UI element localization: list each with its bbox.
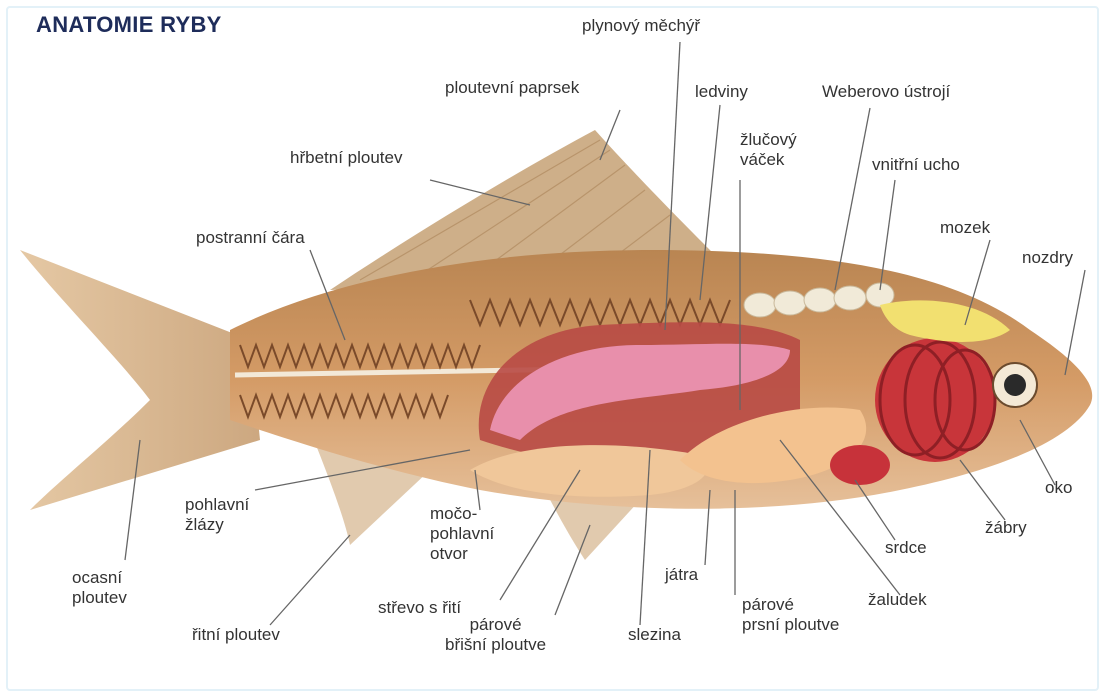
label-spleen: slezina [628,625,681,645]
label-gall-bladder-line1: žlučový [740,130,797,150]
label-gall-bladder-line2: váček [740,150,797,170]
label-pectoral-fins-line2: prsní ploutve [742,615,839,635]
heart-shape [830,445,890,485]
tail-fin-shape [20,250,260,510]
label-pelvic-fins: párové břišní ploutve [445,615,546,655]
gills-shape [875,338,995,462]
label-fin-ray: ploutevní paprsek [445,78,579,98]
label-heart: srdce [885,538,927,558]
label-gonads-line1: pohlavní [185,495,249,515]
label-gonads: pohlavní žlázy [185,495,249,535]
label-eye: oko [1045,478,1072,498]
label-intestine-anus: střevo s řití [378,598,461,618]
label-weberian-apparatus: Weberovo ústrojí [822,82,950,102]
label-pelvic-fins-line1: párové [445,615,546,635]
label-gills: žábry [985,518,1027,538]
label-pectoral-fins: párové prsní ploutve [742,595,839,635]
label-brain: mozek [940,218,990,238]
diagram-title: ANATOMIE RYBY [36,12,222,38]
label-caudal-fin-line2: ploutev [72,588,127,608]
label-caudal-fin: ocasní ploutev [72,568,127,608]
label-gall-bladder: žlučový váček [740,130,797,170]
label-caudal-fin-line1: ocasní [72,568,127,588]
label-gonads-line2: žlázy [185,515,249,535]
label-liver: játra [665,565,698,585]
label-urogenital-line1: močo- [430,504,494,524]
label-dorsal-fin: hřbetní ploutev [290,148,402,168]
label-swim-bladder: plynový měchýř [582,16,700,36]
label-stomach: žaludek [868,590,927,610]
label-inner-ear: vnitřní ucho [872,155,960,175]
label-lateral-line: postranní čára [196,228,305,248]
label-urogenital-line3: otvor [430,544,494,564]
label-pectoral-fins-line1: párové [742,595,839,615]
label-nostrils: nozdry [1022,248,1073,268]
label-kidneys: ledviny [695,82,748,102]
label-anal-fin: řitní ploutev [192,625,280,645]
label-urogenital-opening: močo- pohlavní otvor [430,504,494,564]
label-urogenital-line2: pohlavní [430,524,494,544]
label-pelvic-fins-line2: břišní ploutve [445,635,546,655]
